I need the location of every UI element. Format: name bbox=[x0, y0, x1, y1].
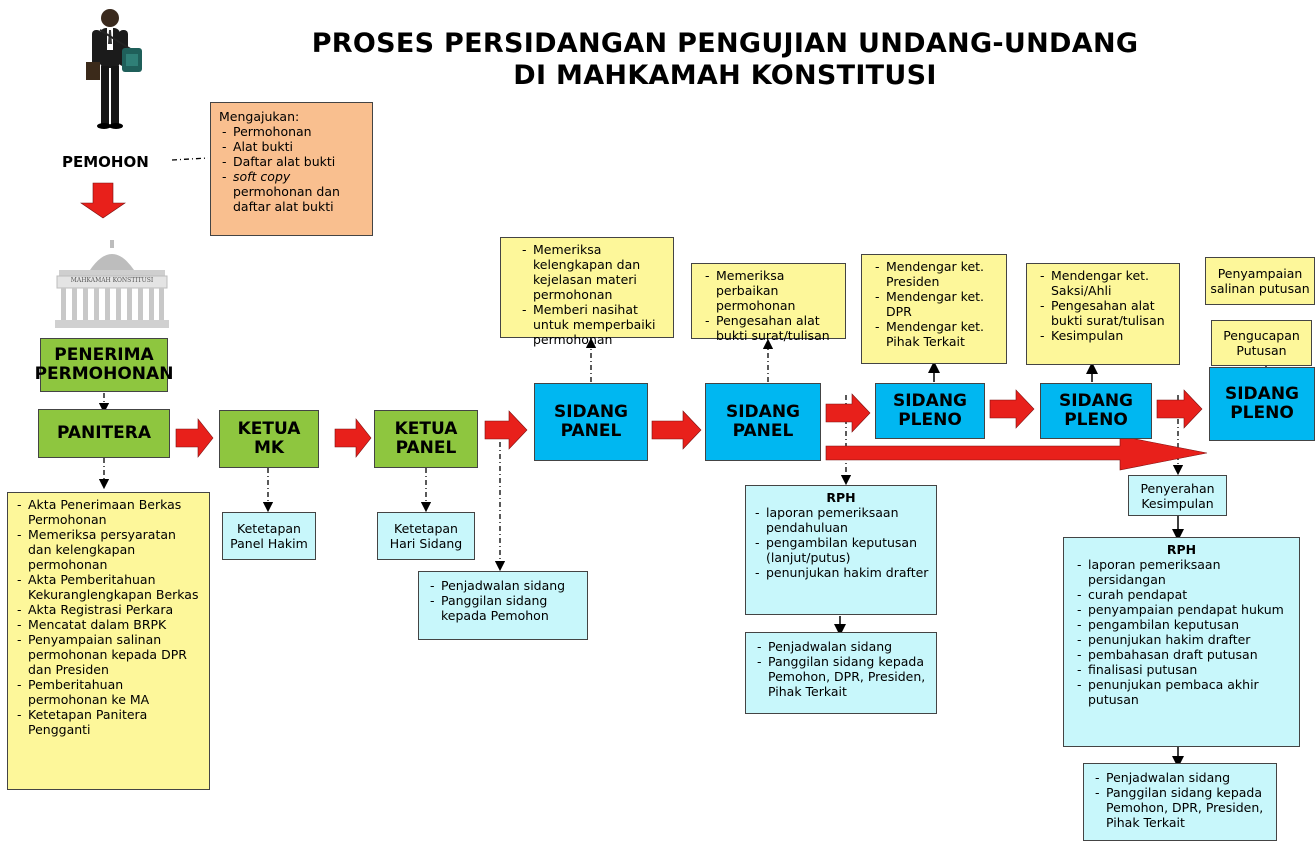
rph-2-title: RPH bbox=[1166, 542, 1197, 557]
list-item: finalisasi putusan bbox=[1077, 662, 1293, 677]
list-item: Akta Pemberitahuan Kekuranglengkapan Ber… bbox=[17, 572, 203, 602]
mahkamah-building-icon bbox=[55, 240, 169, 328]
penjadwalan-note-2: Penjadwalan sidang Panggilan sidang kepa… bbox=[745, 632, 937, 714]
stage-sidang-pleno-1[interactable]: SIDANG PLENO bbox=[875, 383, 985, 439]
title-line-1: PROSES PERSIDANGAN PENGUJIAN UNDANG-UNDA… bbox=[311, 28, 1139, 59]
list-item: curah pendapat bbox=[1077, 587, 1293, 602]
penyerahan-kesimpulan-note: Penyerahan Kesimpulan bbox=[1128, 475, 1227, 516]
list-item: Penjadwalan sidang bbox=[430, 578, 579, 593]
list-item: Mendengar ket. DPR bbox=[875, 289, 1000, 319]
mengajukan-heading: Mengajukan: bbox=[219, 109, 300, 124]
penjadwalan-note-1: Penjadwalan sidang Panggilan sidang kepa… bbox=[418, 571, 588, 640]
list-item: penunjukan hakim drafter bbox=[755, 565, 930, 580]
stage-sidang-pleno-2[interactable]: SIDANG PLENO bbox=[1040, 383, 1152, 439]
sidang-pleno-2-tasks-note: Mendengar ket. Saksi/Ahli Pengesahan ala… bbox=[1026, 263, 1180, 365]
list-item: Panggilan sidang kepada Pemohon, DPR, Pr… bbox=[757, 654, 928, 699]
stage-ketua-mk[interactable]: KETUA MK bbox=[219, 410, 319, 468]
list-item: Mendengar ket. Saksi/Ahli bbox=[1040, 268, 1173, 298]
penjadwalan-note-3: Penjadwalan sidang Panggilan sidang kepa… bbox=[1083, 763, 1277, 841]
rph-2-note: RPH laporan pemeriksaan persidangan cura… bbox=[1063, 537, 1300, 747]
mengajukan-note: Mengajukan: Permohonan Alat bukti Daftar… bbox=[210, 102, 373, 236]
building-label: MAHKAMAH KONSTITUSI bbox=[70, 277, 154, 284]
list-item: Kesimpulan bbox=[1040, 328, 1173, 343]
penyampaian-salinan-note: Penyampaian salinan putusan bbox=[1205, 257, 1315, 305]
rph-1-note: RPH laporan pemeriksaan pendahuluan peng… bbox=[745, 485, 937, 615]
list-item: penunjukan hakim drafter bbox=[1077, 632, 1293, 647]
list-item: Pengesahan alat bukti surat/tulisan bbox=[1040, 298, 1173, 328]
mengajukan-item: Daftar alat bukti bbox=[222, 154, 364, 169]
softcopy-italic: soft copy bbox=[233, 169, 291, 184]
list-item: laporan pemeriksaan pendahuluan bbox=[755, 505, 930, 535]
sidang-panel-2-tasks-note: Memeriksa perbaikan permohonan Pengesaha… bbox=[691, 263, 846, 343]
mengajukan-item: Permohonan bbox=[222, 124, 364, 139]
sidang-panel-1-tasks-note: Memeriksa kelengkapan dan kejelasan mate… bbox=[500, 237, 674, 347]
list-item: Memberi nasihat untuk memperbaiki permoh… bbox=[522, 302, 667, 347]
list-item: pengambilan keputusan (lanjut/putus) bbox=[755, 535, 930, 565]
list-item: Penjadwalan sidang bbox=[1095, 770, 1268, 785]
stage-penerima-permohonan[interactable]: PENERIMA PERMOHONAN bbox=[35, 338, 173, 392]
panitera-tasks-note: Akta Penerimaan Berkas Permohonan Memeri… bbox=[7, 492, 210, 790]
list-item: Pengesahan alat bukti surat/tulisan bbox=[705, 313, 839, 343]
list-item: Mencatat dalam BRPK bbox=[17, 617, 203, 632]
pemohon-label: PEMOHON bbox=[62, 153, 149, 171]
list-item: Akta Registrasi Perkara bbox=[17, 602, 203, 617]
stage-sidang-panel-1[interactable]: SIDANG PANEL bbox=[534, 383, 648, 461]
list-item: Memeriksa perbaikan permohonan bbox=[705, 268, 839, 313]
list-item: Penjadwalan sidang bbox=[757, 639, 928, 654]
title-line-2: DI MAHKAMAH KONSTITUSI bbox=[513, 60, 937, 91]
list-item: pembahasan draft putusan bbox=[1077, 647, 1293, 662]
list-item: laporan pemeriksaan persidangan bbox=[1077, 557, 1293, 587]
stage-panitera[interactable]: PANITERA bbox=[38, 409, 170, 458]
list-item: Ketetapan Panitera Pengganti bbox=[17, 707, 203, 737]
ketetapan-panel-hakim-note: Ketetapan Panel Hakim bbox=[222, 512, 316, 560]
list-item: Penyampaian salinan permohonan kepada DP… bbox=[17, 632, 203, 677]
list-item: Akta Penerimaan Berkas Permohonan bbox=[17, 497, 203, 527]
sidang-pleno-1-tasks-note: Mendengar ket. Presiden Mendengar ket. D… bbox=[861, 254, 1007, 364]
rph-1-title: RPH bbox=[826, 490, 856, 505]
list-item: penunjukan pembaca akhir putusan bbox=[1077, 677, 1293, 707]
mengajukan-item: Alat bukti bbox=[222, 139, 364, 154]
pemohon-person-icon bbox=[86, 9, 142, 129]
stage-sidang-panel-2[interactable]: SIDANG PANEL bbox=[705, 383, 821, 461]
softcopy-rest: permohonan dan daftar alat bukti bbox=[233, 184, 340, 214]
list-item: Memeriksa kelengkapan dan kejelasan mate… bbox=[522, 242, 667, 302]
list-item: Panggilan sidang kepada Pemohon bbox=[430, 593, 579, 623]
list-item: Pemberitahuan permohonan ke MA bbox=[17, 677, 203, 707]
list-item: penyampaian pendapat hukum bbox=[1077, 602, 1293, 617]
stage-sidang-pleno-3[interactable]: SIDANG PLENO bbox=[1209, 367, 1315, 441]
list-item: pengambilan keputusan bbox=[1077, 617, 1293, 632]
list-item: Panggilan sidang kepada Pemohon, DPR, Pr… bbox=[1095, 785, 1268, 830]
pengucapan-putusan-note: Pengucapan Putusan bbox=[1211, 320, 1312, 366]
stage-ketua-panel[interactable]: KETUA PANEL bbox=[374, 410, 478, 468]
down-arrow bbox=[80, 182, 126, 219]
list-item: Mendengar ket. Presiden bbox=[875, 259, 1000, 289]
list-item: Memeriksa persyaratan dan kelengkapan pe… bbox=[17, 527, 203, 572]
list-item: Mendengar ket. Pihak Terkait bbox=[875, 319, 1000, 349]
ketetapan-hari-sidang-note: Ketetapan Hari Sidang bbox=[377, 512, 475, 560]
